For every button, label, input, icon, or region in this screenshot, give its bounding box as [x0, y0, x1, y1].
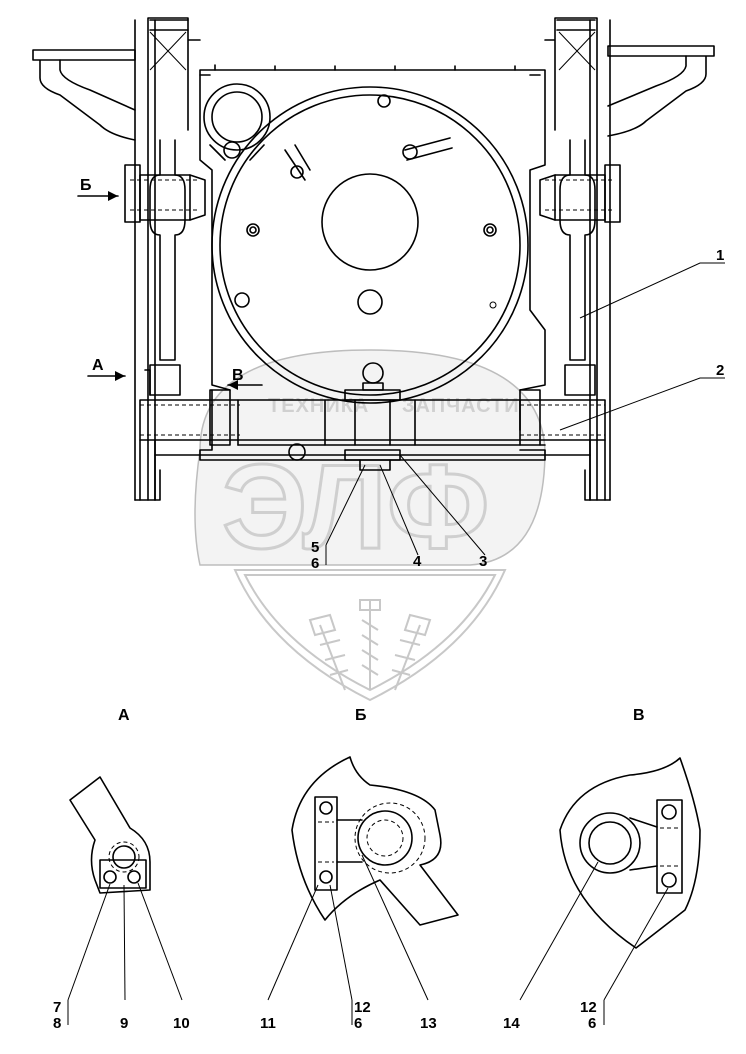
right-post [544, 17, 611, 501]
left-post [134, 17, 201, 501]
svg-text:А: А [92, 357, 104, 374]
detail-view-a: 7 8 9 10 [53, 776, 190, 1032]
callout-4: 4 [413, 553, 422, 570]
eye-bolt [344, 362, 401, 446]
callout-3: 3 [479, 553, 487, 570]
view-arrow-a: А [87, 357, 126, 381]
callout-6: 6 [311, 555, 319, 572]
view-arrow-b: Б [77, 177, 119, 201]
callout-12-v: 12 [580, 999, 597, 1016]
main-ring [211, 86, 529, 404]
view-title-v: В [633, 707, 645, 724]
detail-view-v: 14 12 6 [503, 757, 701, 1032]
center-hub [321, 173, 419, 271]
top-left-drum [203, 83, 271, 151]
view-title-a: А [118, 707, 130, 724]
left-top-plate [32, 49, 136, 141]
wheat-emblem [308, 599, 432, 691]
callout-8: 8 [53, 1015, 61, 1032]
callout-11: 11 [260, 1015, 276, 1032]
svg-text:Б: Б [80, 177, 92, 194]
view-title-b: Б [355, 707, 367, 724]
watermark-word-left: ТЕХНИКА [268, 395, 369, 417]
watermark-big-letters: ЭЛФ [222, 440, 489, 574]
right-top-plate [607, 45, 715, 137]
callout-13: 13 [420, 1015, 437, 1032]
callout-2: 2 [716, 362, 724, 379]
main-assembly-view: Б А В 1 2 3 4 5 6 [32, 17, 725, 572]
callout-10: 10 [173, 1015, 190, 1032]
callout-1: 1 [716, 247, 724, 264]
callout-9: 9 [120, 1015, 128, 1032]
callout-7: 7 [53, 999, 61, 1016]
watermark-word-right: ЗАПЧАСТИ [402, 395, 520, 417]
callout-12: 12 [354, 999, 371, 1016]
callout-5: 5 [311, 539, 319, 556]
callout-6-b: 6 [354, 1015, 362, 1032]
detail-view-b: 11 12 6 13 [260, 756, 459, 1032]
svg-text:В: В [232, 367, 244, 384]
callout-14: 14 [503, 1015, 520, 1032]
callout-6-v: 6 [588, 1015, 596, 1032]
view-arrow-v: В [227, 367, 263, 390]
